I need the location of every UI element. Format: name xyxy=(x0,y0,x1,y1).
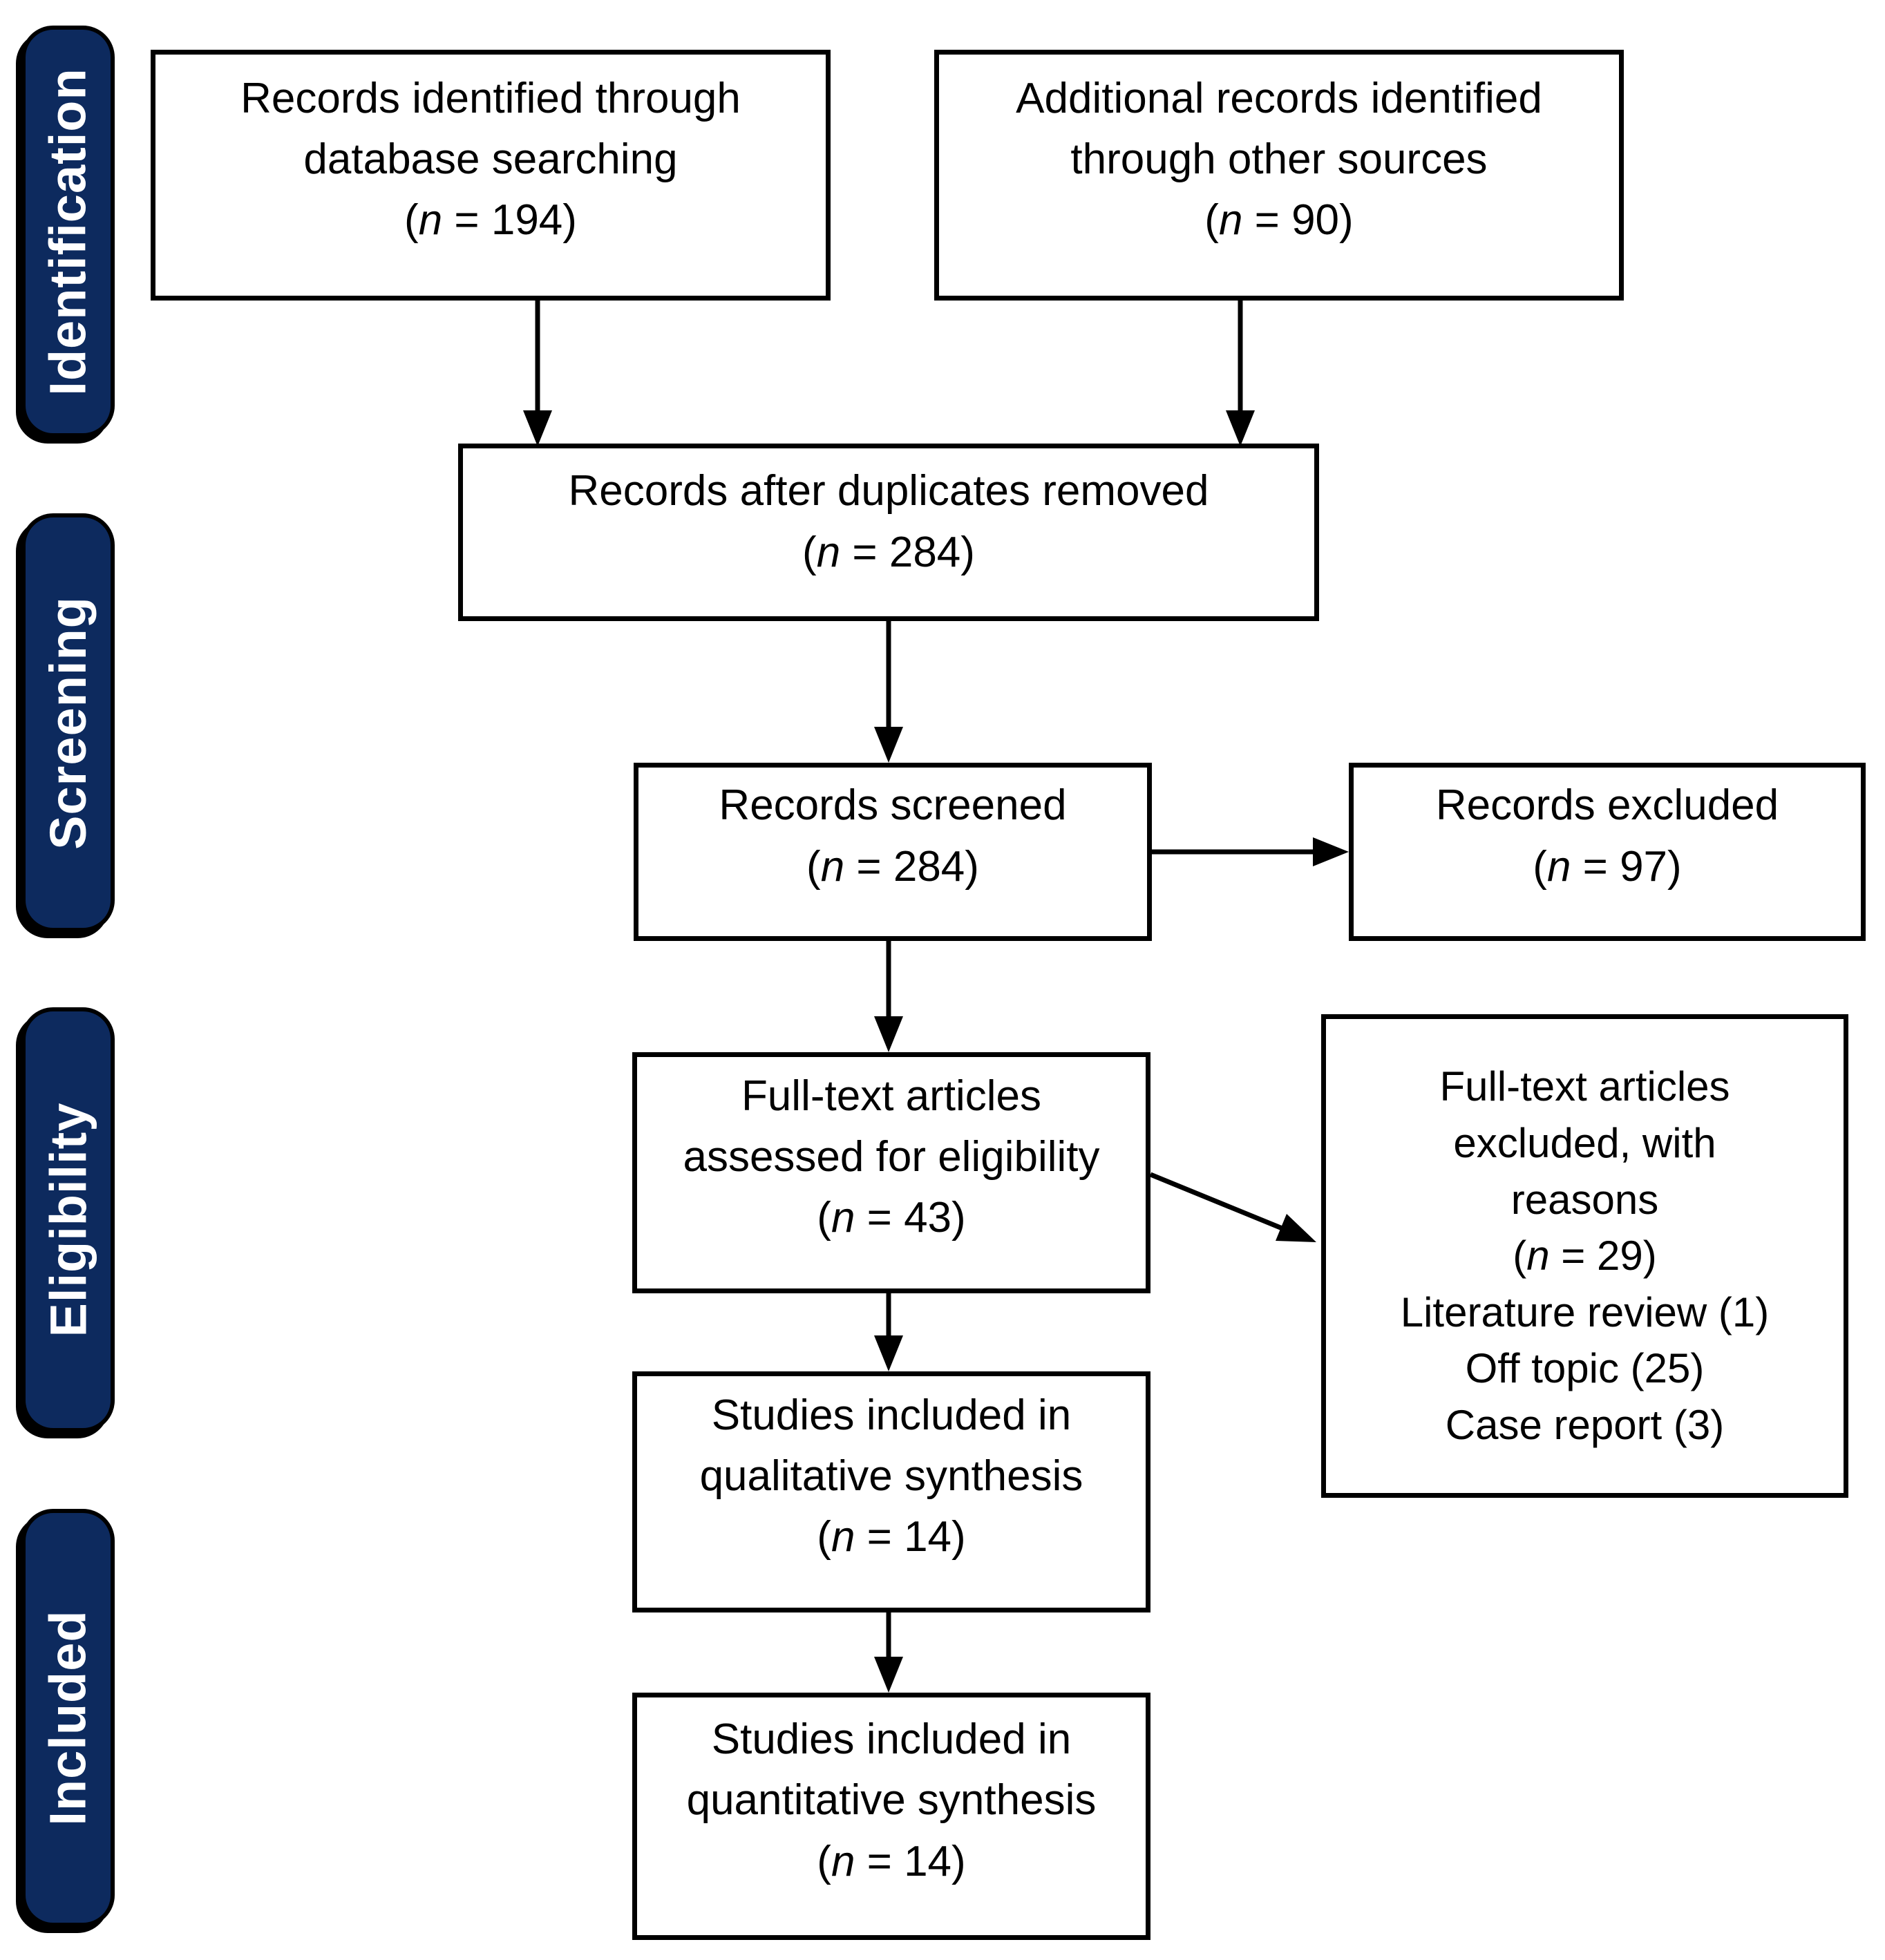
n-count: (n = 14) xyxy=(817,1837,966,1885)
n-count: (n = 90) xyxy=(1204,196,1354,245)
box-records-excluded: Records excluded (n = 97) xyxy=(1349,763,1866,941)
n-count: (n = 97) xyxy=(1533,842,1682,891)
arrow-screened-to-excluded xyxy=(1152,837,1349,866)
n-count: (n = 284) xyxy=(806,842,979,891)
box-duplicates-removed: Records after duplicates removed (n = 28… xyxy=(458,444,1319,621)
stage-label-eligibility: Eligibility xyxy=(21,1007,115,1432)
arrow-identified-to-duplicates xyxy=(523,301,552,446)
n-count: (n = 194) xyxy=(404,196,577,245)
stage-label-identification-text: Identification xyxy=(39,67,97,396)
stage-label-eligibility-text: Eligibility xyxy=(39,1102,97,1338)
stage-label-included: Included xyxy=(21,1509,115,1927)
arrow-additional-to-duplicates xyxy=(1226,301,1255,446)
arrow-fulltext-to-qualitative xyxy=(874,1293,903,1371)
arrow-screened-to-fulltext xyxy=(874,941,903,1052)
n-count: (n = 43) xyxy=(817,1194,966,1242)
stage-label-identification: Identification xyxy=(21,26,115,437)
stage-label-screening-text: Screening xyxy=(39,596,97,850)
n-count: (n = 14) xyxy=(817,1513,966,1561)
stage-label-screening: Screening xyxy=(21,513,115,932)
box-title: Records excluded xyxy=(1435,781,1779,830)
arrow-duplicates-to-screened xyxy=(874,621,903,763)
box-title: Records screened xyxy=(719,781,1067,830)
arrow-qualitative-to-quantitative xyxy=(874,1612,903,1693)
n-count: (n = 29) xyxy=(1513,1233,1657,1279)
box-title: Records after duplicates removed xyxy=(568,467,1209,515)
exclusion-reasons: Literature review (1)Off topic (25)Case … xyxy=(1400,1288,1770,1448)
n-count: (n = 284) xyxy=(802,528,975,576)
arrow-fulltext-to-excluded-diagonal xyxy=(1149,1172,1316,1242)
box-records-screened: Records screened (n = 284) xyxy=(634,763,1152,941)
stage-label-included-text: Included xyxy=(39,1610,97,1826)
